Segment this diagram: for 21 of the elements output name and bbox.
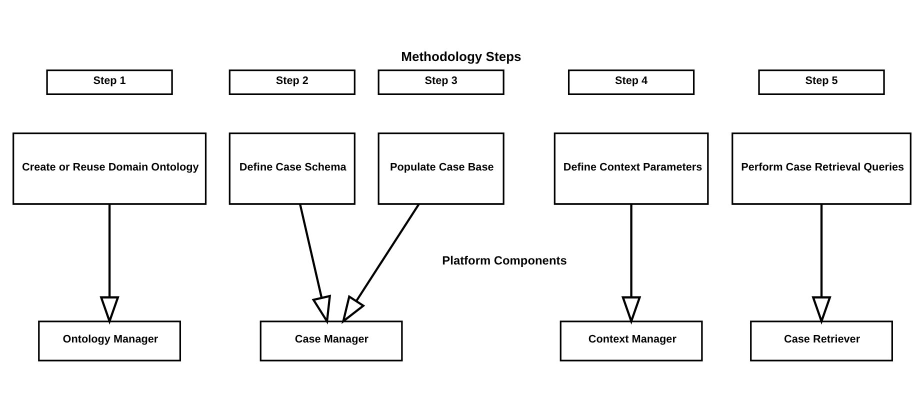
arrow [811,204,831,325]
node-box: Step 4 [567,69,694,96]
arrow [341,204,420,324]
node-box: Case Retriever [750,320,892,362]
node-box: Create or Reuse Domain Ontology [12,132,206,205]
arrow [298,204,331,324]
diagram-title: Methodology Steps [400,49,521,64]
node-box: Define Context Parameters [553,132,708,205]
node-box: Ontology Manager [38,320,181,362]
arrow [99,204,119,325]
node-box: Step 3 [377,69,504,96]
node-box: Step 5 [758,69,884,96]
node-box: Define Case Schema [228,132,355,205]
node-box: Case Manager [259,320,402,362]
arrow [620,204,641,325]
node-box: Perform Case Retrieval Queries [731,132,911,205]
node-box: Context Manager [559,320,702,362]
node-box: Step 2 [228,69,355,96]
node-box: Populate Case Base [377,132,504,205]
label: Platform Components [442,254,566,268]
node-box: Step 1 [46,69,172,96]
